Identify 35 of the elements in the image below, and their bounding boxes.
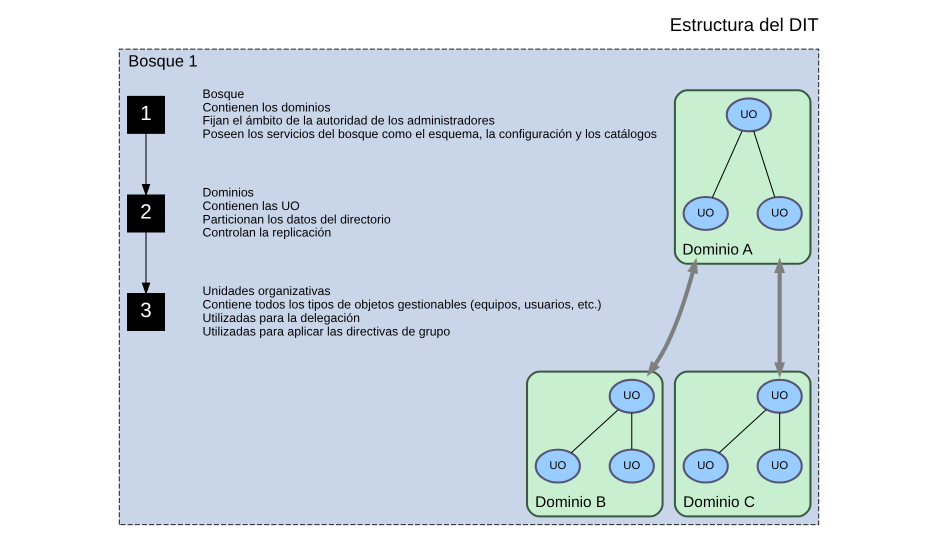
node-label: Contienen los dominios	[202, 100, 331, 114]
connector	[779, 413, 780, 450]
node-label: Poseen los servicios del bosque como el esquema, la configuración y los catálogos	[202, 127, 657, 142]
node-label: Dominios	[202, 186, 254, 200]
node-label: Contienen las UO	[202, 198, 300, 213]
diagram-title: Estructura del DIT	[670, 14, 819, 36]
arrow	[646, 258, 698, 377]
node-ellipse: UO	[608, 448, 655, 484]
arrow	[142, 134, 150, 196]
node-label: Utilizadas para aplicar las directivas de grupo	[202, 324, 450, 338]
node-label: Utilizadas para la delegación	[202, 310, 360, 325]
node-box: 1	[127, 96, 166, 134]
node-ellipse: UO	[726, 97, 772, 132]
node-label: Controlan la replicación	[202, 226, 332, 240]
connector	[570, 409, 619, 454]
node-ellipse: UO	[756, 448, 803, 484]
arrow	[142, 232, 150, 295]
connector	[718, 409, 766, 454]
connector	[753, 130, 776, 198]
node-box: 2	[127, 194, 166, 232]
node-ellipse: UO	[756, 196, 803, 231]
connector	[631, 413, 632, 450]
connector	[712, 130, 743, 198]
node-label: Bosque	[202, 87, 244, 102]
node-ellipse: UO	[608, 378, 655, 414]
arrow	[774, 258, 786, 378]
node-ellipse: UO	[682, 448, 729, 484]
node-ellipse: UO	[682, 196, 729, 231]
node-label: Contiene todos los tipos de objetos gestionables (equipos, usuarios, etc.)	[202, 298, 602, 312]
node-ellipse: UO	[534, 448, 581, 484]
node-label: Fijan el ámbito de la autoridad de los administradores	[202, 114, 495, 128]
node-ellipse: UO	[756, 378, 803, 414]
node-label: Unidades organizativas	[202, 284, 331, 298]
node-box: 3	[127, 293, 166, 332]
node-label: Particionan los datos del directorio	[202, 212, 391, 226]
